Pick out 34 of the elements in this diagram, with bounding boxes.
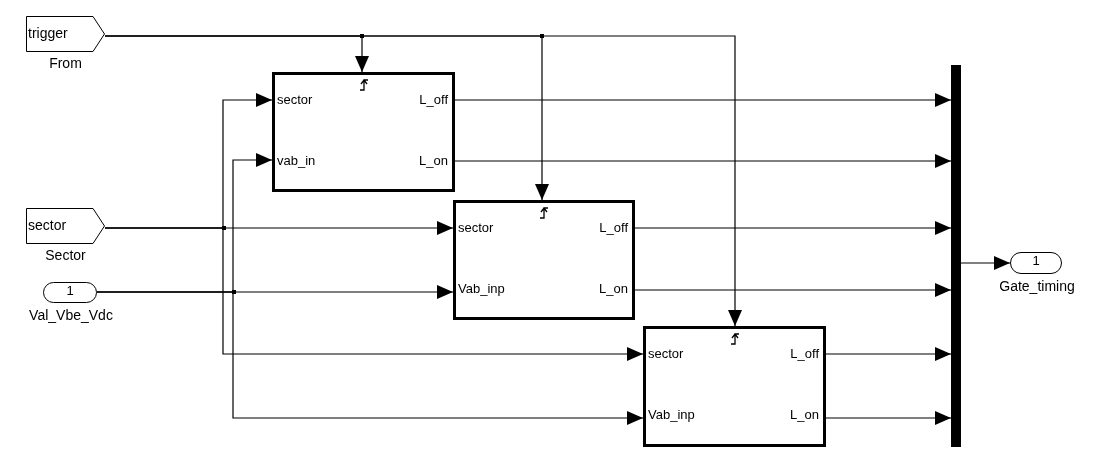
port-label: L_on	[419, 153, 448, 168]
signal-arrow	[454, 154, 952, 168]
signal-arrow	[104, 35, 742, 327]
port-label: vab_in	[277, 153, 316, 168]
block-name: Gate_timing	[998, 279, 1076, 294]
subsystem-block	[453, 200, 635, 320]
block-name: Sector	[44, 248, 87, 263]
port-label: sector	[648, 346, 684, 361]
port-label: L_on	[599, 281, 628, 296]
signal-arrow	[634, 283, 952, 297]
port-label: sector	[277, 92, 313, 107]
signal-arrow	[454, 93, 952, 107]
signal-arrow	[825, 347, 952, 361]
block-name: Val_Vbe_Vdc	[28, 308, 114, 323]
signal-arrow	[96, 291, 644, 425]
signal-arrow	[825, 411, 952, 425]
tag-label: trigger	[28, 26, 68, 41]
subsystem-block	[643, 326, 826, 447]
port-label: sector	[458, 220, 494, 235]
port-label: L_on	[790, 407, 819, 422]
block-name: From	[48, 56, 83, 71]
port-label: L_off	[419, 92, 448, 107]
port-number: 1	[65, 283, 75, 298]
signal-arrow	[634, 221, 952, 235]
tag-label: sector	[28, 218, 67, 233]
signal-arrow	[104, 227, 644, 361]
port-number: 1	[1031, 253, 1041, 268]
mux-bar	[951, 65, 961, 447]
port-label: L_off	[599, 220, 628, 235]
subsystem-block	[272, 72, 455, 192]
port-label: L_off	[790, 346, 819, 361]
port-label: Vab_inp	[648, 407, 695, 422]
port-label: Vab_inp	[458, 281, 505, 296]
signal-arrow	[960, 256, 1011, 270]
